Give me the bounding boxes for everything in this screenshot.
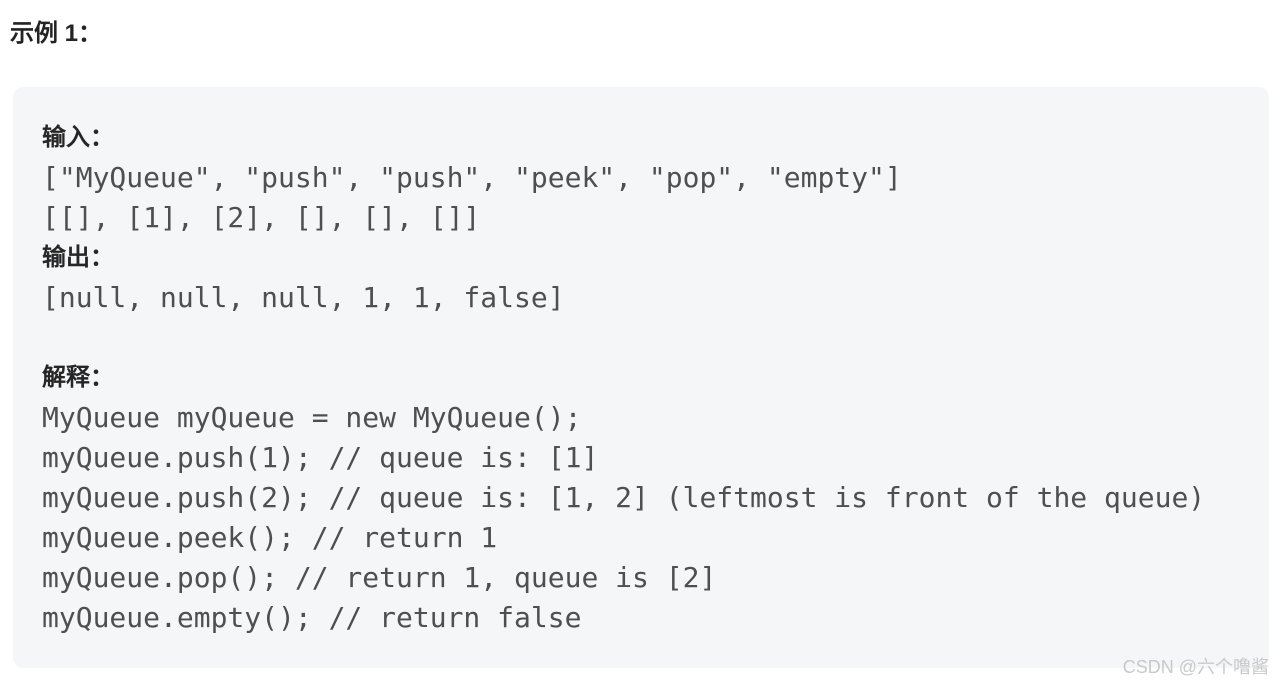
- example-code-block: 输入： ["MyQueue", "push", "push", "peek", …: [13, 87, 1269, 668]
- csdn-watermark: CSDN @六个噜酱: [1122, 657, 1269, 677]
- blank-spacer-line: [42, 318, 1241, 358]
- explanation-label: 解释：: [42, 364, 114, 391]
- explanation-line-6: myQueue.empty(); // return false: [42, 601, 582, 634]
- explanation-line-1: MyQueue myQueue = new MyQueue();: [42, 401, 582, 434]
- explanation-line-3: myQueue.push(2); // queue is: [1, 2] (le…: [42, 481, 1206, 514]
- explanation-line-2: myQueue.push(1); // queue is: [1]: [42, 441, 599, 474]
- example-title: 示例 1：: [10, 20, 103, 47]
- explanation-line-5: myQueue.pop(); // return 1, queue is [2]: [42, 561, 717, 594]
- input-arguments-line: [[], [1], [2], [], [], []]: [42, 201, 481, 234]
- explanation-line-4: myQueue.peek(); // return 1: [42, 521, 498, 554]
- output-label: 输出：: [42, 244, 114, 271]
- input-label: 输入：: [42, 124, 114, 151]
- output-values-line: [null, null, null, 1, 1, false]: [42, 281, 565, 314]
- input-operations-line: ["MyQueue", "push", "push", "peek", "pop…: [42, 161, 902, 194]
